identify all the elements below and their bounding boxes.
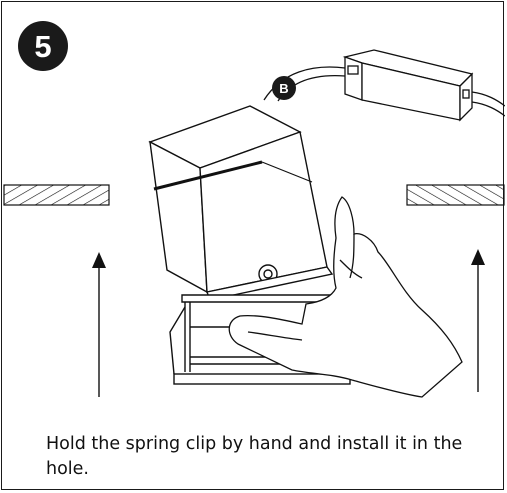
- downlight-housing: [148, 105, 334, 301]
- arrow-up-left-icon: [92, 252, 106, 397]
- connector-callout: B: [272, 76, 296, 100]
- arrow-up-right-icon: [471, 249, 485, 392]
- ceiling-left: [3, 184, 110, 206]
- callout-label: B: [279, 81, 288, 96]
- led-driver: [263, 49, 505, 122]
- hand-illustration: [228, 196, 463, 398]
- step-number-badge: 5: [18, 21, 68, 71]
- step-number: 5: [34, 29, 51, 64]
- ceiling-right: [406, 184, 505, 206]
- instruction-text: Hold the spring clip by hand and install…: [46, 434, 463, 479]
